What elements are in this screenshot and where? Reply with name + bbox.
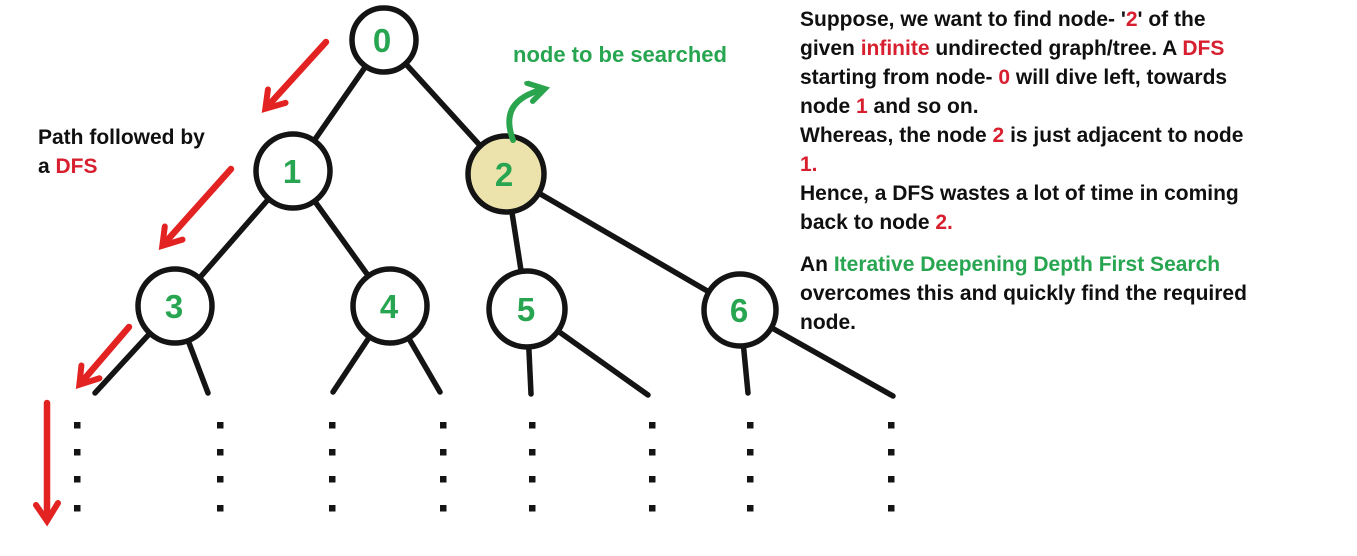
explanation-line: given infinite undirected graph/tree. A … — [800, 37, 1225, 60]
dot — [329, 449, 336, 456]
dot — [440, 449, 447, 456]
dot — [74, 422, 81, 429]
search-target-label: node to be searched — [513, 42, 727, 67]
dot — [747, 505, 754, 512]
node-6-label: 6 — [730, 292, 748, 329]
node-3-label: 3 — [165, 288, 183, 325]
dot — [74, 505, 81, 512]
tree-nodes: 0 1 2 3 4 5 6 — [135, 5, 779, 350]
node-2-label: 2 — [495, 156, 513, 193]
search-pointer-arrow — [506, 89, 544, 143]
node-1-label: 1 — [283, 153, 301, 190]
red-arrow-3 — [75, 323, 133, 390]
explanation-text: Suppose, we want to find node- '2' of th… — [800, 5, 1247, 337]
dot — [529, 422, 536, 429]
dot — [217, 505, 224, 512]
dot — [440, 422, 447, 429]
red-arrow-2 — [158, 165, 235, 250]
dot — [74, 476, 81, 483]
red-arrow-1 — [261, 38, 330, 113]
node-4: 4 — [350, 266, 430, 346]
dot — [529, 449, 536, 456]
dot — [888, 449, 895, 456]
explanation-line: node 1 and so on. — [800, 95, 979, 118]
dot — [888, 422, 895, 429]
dot — [329, 422, 336, 429]
dfs-path-label-line2: a DFS — [38, 155, 98, 178]
dfs-path-label-line1: Path followed by — [38, 126, 205, 149]
explanation-line: back to node 2. — [800, 211, 953, 234]
explanation-line: Hence, a DFS wastes a lot of time in com… — [800, 182, 1239, 205]
dot — [217, 476, 224, 483]
node-0: 0 — [349, 5, 419, 75]
node-3: 3 — [135, 266, 215, 346]
node-5: 5 — [486, 268, 568, 350]
dot — [440, 476, 447, 483]
node-1: 1 — [253, 131, 333, 211]
dot — [217, 449, 224, 456]
tree-edges — [92, 37, 896, 399]
explanation-line: starting from node- 0 will dive left, to… — [800, 66, 1228, 89]
node-4-label: 4 — [380, 288, 399, 325]
dot — [649, 505, 656, 512]
dot — [888, 476, 895, 483]
continuation-dots — [74, 422, 895, 512]
node-2-highlighted: 2 — [465, 133, 547, 215]
dot — [649, 422, 656, 429]
dot — [529, 505, 536, 512]
dot — [529, 476, 536, 483]
dot — [888, 505, 895, 512]
dot — [747, 449, 754, 456]
dot — [329, 476, 336, 483]
explanation-line: 1. — [800, 153, 818, 176]
dot — [649, 449, 656, 456]
node-0-label: 0 — [373, 22, 391, 59]
node-6: 6 — [701, 271, 779, 349]
explanation-line: Suppose, we want to find node- '2' of th… — [800, 8, 1206, 31]
explanation-line: node. — [800, 311, 856, 334]
explanation-line: overcomes this and quickly find the requ… — [800, 282, 1247, 305]
dot — [440, 505, 447, 512]
dot — [217, 422, 224, 429]
explanation-paragraph-2: An Iterative Deepening Depth First Searc… — [800, 250, 1247, 337]
dot — [747, 422, 754, 429]
dot — [747, 476, 754, 483]
dfs-path-arrows — [33, 38, 330, 527]
explanation-paragraph-1: Suppose, we want to find node- '2' of th… — [800, 5, 1247, 237]
explanation-line: Whereas, the node 2 is just adjacent to … — [800, 124, 1244, 147]
dot — [649, 476, 656, 483]
explanation-line: An Iterative Deepening Depth First Searc… — [800, 253, 1221, 276]
dfs-path-label: Path followed by a DFS — [38, 123, 205, 181]
dot — [74, 449, 81, 456]
node-5-label: 5 — [517, 291, 535, 328]
dot — [329, 505, 336, 512]
